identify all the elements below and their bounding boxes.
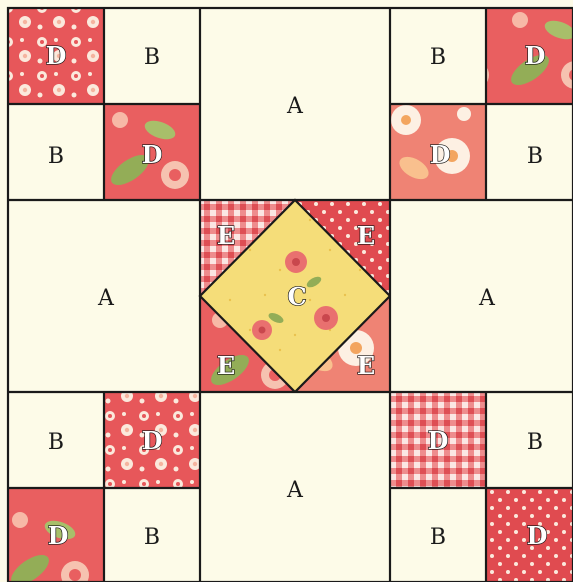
- label-bottom-left-b1: B: [48, 430, 64, 455]
- label-center-e-bl: E: [217, 351, 235, 380]
- label-top-right-d1: D: [430, 140, 451, 169]
- label-top-right-b1: B: [430, 45, 446, 70]
- label-bottom-left-b2: B: [144, 525, 160, 550]
- label-top-right-b2: B: [527, 144, 543, 169]
- label-center-e-tr: E: [357, 221, 375, 250]
- label-top-left-d: D: [46, 41, 67, 70]
- label-top-right-d2: D: [525, 41, 546, 70]
- label-left-a: A: [97, 286, 115, 311]
- label-center-e-br: E: [357, 351, 375, 380]
- label-bottom-left-d2: D: [48, 521, 69, 550]
- label-right-a: A: [478, 286, 496, 311]
- label-bottom-right-d1: D: [428, 426, 449, 455]
- label-bottom-a: A: [286, 478, 304, 503]
- label-top-left-d2: D: [142, 140, 163, 169]
- label-bottom-left-d1: D: [142, 426, 163, 455]
- label-bottom-right-b1: B: [527, 430, 543, 455]
- label-top-a: A: [286, 94, 304, 119]
- label-center-e-tl: E: [217, 221, 235, 250]
- label-top-left-b2: B: [48, 144, 64, 169]
- label-bottom-right-d2: D: [527, 521, 548, 550]
- label-bottom-right-b2: B: [430, 525, 446, 550]
- label-top-left-b1: B: [144, 45, 160, 70]
- label-center-c: C: [287, 282, 306, 311]
